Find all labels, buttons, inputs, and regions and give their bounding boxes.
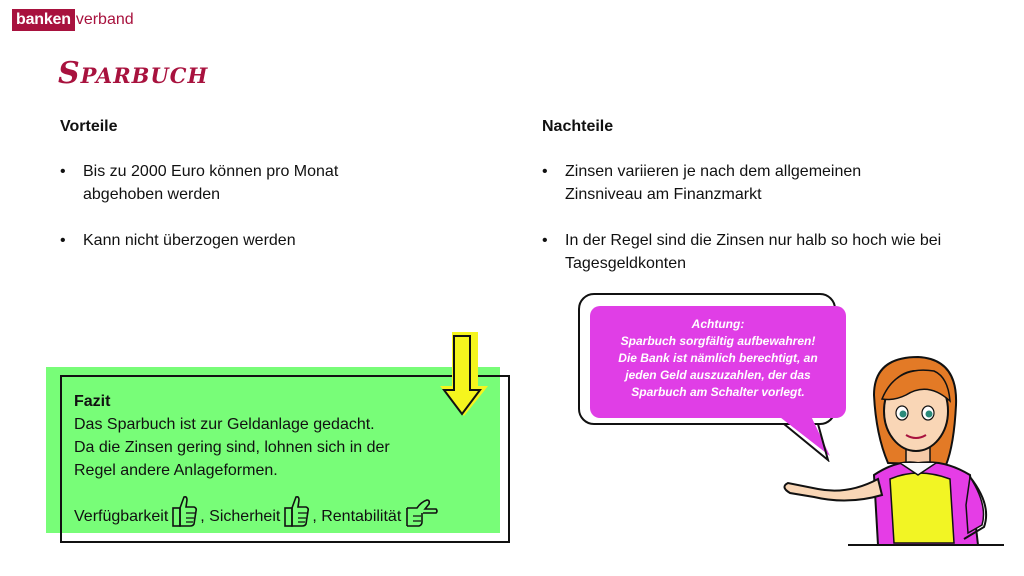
- bullet: •: [60, 163, 66, 180]
- list-item: • Kann nicht überzogen werden: [60, 229, 400, 252]
- thumbs-up-icon: [284, 496, 310, 527]
- advantages-heading: Vorteile: [60, 118, 118, 135]
- floor-line: [848, 544, 1004, 546]
- bubble-line: Die Bank ist nämlich berechtigt, an: [618, 351, 818, 365]
- logo-box: banken: [12, 9, 75, 31]
- bubble-line: Sparbuch am Schalter vorlegt.: [631, 385, 805, 399]
- bullet: •: [542, 163, 548, 180]
- advantages-column: Vorteile • Bis zu 2000 Euro können pro Mo…: [60, 115, 400, 275]
- disadvantages-list: • Zinsen variieren je nach dem allgemeine…: [542, 160, 942, 275]
- page-title: Sparbuch: [58, 56, 209, 91]
- speech-bubble: [590, 306, 846, 418]
- fazit-line: Regel andere Anlageformen.: [74, 462, 278, 479]
- criterion-security: , Sicherheit: [200, 508, 281, 525]
- advantages-list: • Bis zu 2000 Euro können pro Monat abgeh…: [60, 160, 400, 252]
- fazit-text: Fazit Das Sparbuch ist zur Geldanlage ge…: [74, 390, 504, 528]
- bullet: •: [60, 232, 66, 249]
- disadvantages-heading: Nachteile: [542, 118, 614, 135]
- bubble-line: jeden Geld auszuzahlen, der das: [625, 368, 811, 382]
- list-item: • Bis zu 2000 Euro können pro Monat abgeh…: [60, 160, 400, 206]
- fazit-background: [46, 367, 500, 533]
- fazit-line: Das Sparbuch ist zur Geldanlage gedacht.: [74, 416, 375, 433]
- list-item-text: Zinsen variieren je nach dem allgemeinen…: [565, 163, 862, 203]
- logo-text: verband: [75, 11, 134, 28]
- down-arrow-icon: [440, 332, 488, 416]
- speech-bubble-tail: [776, 414, 830, 462]
- list-item: • Zinsen variieren je nach dem allgemeine…: [542, 160, 942, 206]
- list-item-text: Bis zu 2000 Euro können pro Monat abgeho…: [83, 163, 339, 203]
- list-item: • In der Regel sind die Zinsen nur halb s…: [542, 229, 942, 275]
- logo: banken verband: [12, 8, 134, 32]
- criterion-availability: Verfügbarkeit: [74, 508, 169, 525]
- bullet: •: [542, 232, 548, 249]
- disadvantages-column: Nachteile • Zinsen variieren je nach dem …: [542, 115, 942, 298]
- fazit-line: Da die Zinsen gering sind, lohnen sich i…: [74, 439, 390, 456]
- bubble-line: Achtung:: [691, 317, 745, 331]
- list-item-text: In der Regel sind die Zinsen nur halb so…: [565, 232, 942, 272]
- rating-row: Verfügbarkeit , Sicherheit , Rentabilitä…: [74, 494, 504, 528]
- criterion-profitability: , Rentabilität: [312, 508, 402, 525]
- woman-illustration: [783, 355, 988, 546]
- fazit-frame: [60, 375, 510, 543]
- thumbs-up-icon: [172, 496, 198, 527]
- fazit-title: Fazit: [74, 393, 111, 410]
- thumbs-sideways-icon: [406, 499, 439, 527]
- list-item-text: Kann nicht überzogen werden: [83, 232, 296, 249]
- bubble-line: Sparbuch sorgfältig aufbewahren!: [620, 334, 816, 348]
- speech-bubble-text: Achtung: Sparbuch sorgfältig aufbewahren…: [596, 316, 840, 401]
